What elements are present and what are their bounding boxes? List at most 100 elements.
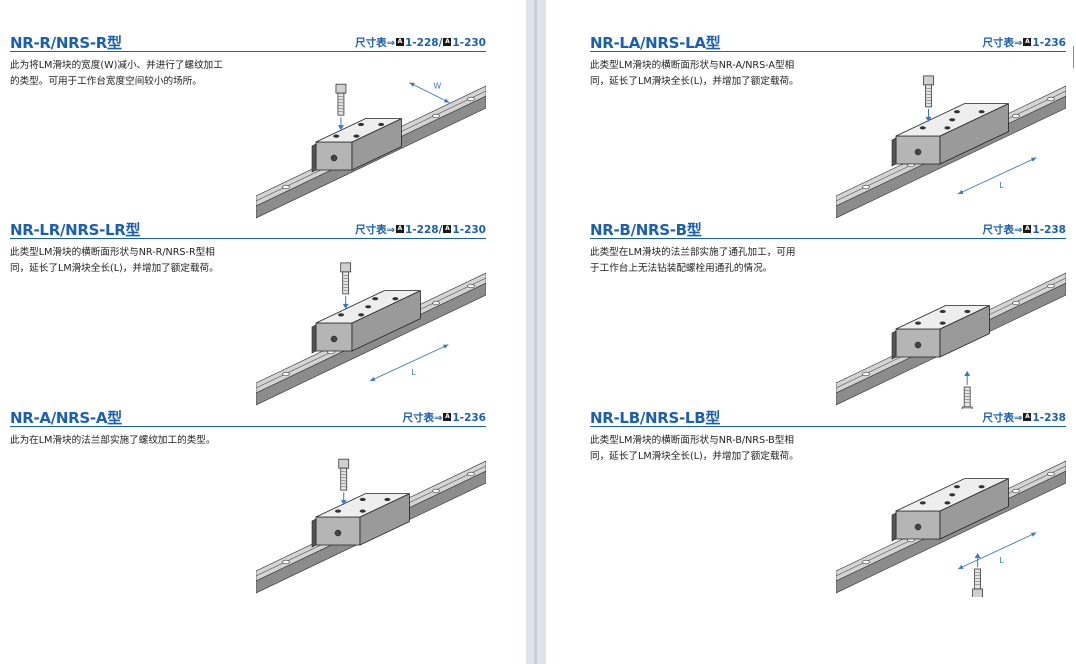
mounting-hole bbox=[357, 122, 364, 127]
ref-label: 尺寸表 bbox=[982, 37, 1015, 49]
ref-page-1[interactable]: 1-236 bbox=[1032, 37, 1066, 49]
ref-page-2[interactable]: 1-230 bbox=[452, 224, 486, 236]
arrow-icon: ⇒ bbox=[1014, 413, 1023, 424]
rail-hole bbox=[862, 371, 870, 377]
description-line: 同，延长了LM滑块全长(L)，并增加了额定载荷。 bbox=[590, 451, 799, 462]
rail-hole bbox=[467, 471, 475, 477]
mounting-hole bbox=[953, 485, 960, 489]
dimension-label: L bbox=[999, 181, 1004, 190]
end-seal bbox=[891, 330, 897, 360]
arrow-icon: ⇒ bbox=[1014, 225, 1023, 236]
bolt-icon bbox=[340, 262, 352, 309]
lm-guide-illustration bbox=[836, 243, 1066, 409]
ref-label: 尺寸表 bbox=[982, 412, 1015, 424]
description-line: 此类型LM滑块的横断面形状与NR-B/NRS-B型相 bbox=[590, 435, 794, 446]
grease-nipple-icon bbox=[914, 341, 922, 349]
section-title: NR-A/NRS-A型 bbox=[10, 409, 122, 427]
mounting-hole bbox=[939, 321, 946, 325]
dimension-arrow: L bbox=[957, 532, 1037, 570]
mounting-hole bbox=[978, 110, 985, 114]
catalog-a-icon: A bbox=[443, 38, 452, 46]
rail-hole bbox=[432, 113, 440, 119]
title-rule bbox=[590, 238, 1066, 239]
arrow-icon: ⇒ bbox=[434, 413, 443, 424]
rail-hole bbox=[282, 559, 290, 565]
gutter-divider bbox=[534, 0, 537, 664]
ref-page-2[interactable]: 1-230 bbox=[452, 37, 486, 49]
catalog-a-icon: A bbox=[443, 225, 452, 233]
mounting-hole bbox=[353, 134, 360, 138]
grease-nipple-icon bbox=[334, 529, 342, 537]
description-line: 此为将LM滑块的宽度(W)减小、并进行了螺纹加工 bbox=[10, 60, 223, 71]
ref-page-1[interactable]: 1-238 bbox=[1032, 224, 1066, 236]
ref-label: 尺寸表 bbox=[355, 224, 387, 236]
mounting-hole bbox=[335, 509, 342, 513]
mounting-hole bbox=[358, 313, 365, 317]
end-seal bbox=[891, 137, 897, 167]
title-rule bbox=[590, 51, 1066, 52]
end-seal bbox=[311, 143, 317, 173]
bolt-icon bbox=[338, 458, 350, 506]
lm-guide-illustration: L bbox=[836, 56, 1066, 222]
section-description: 此类型LM滑块的横断面形状与NR-A/NRS-A型相 同，延长了LM滑块全长(L… bbox=[590, 58, 830, 90]
ref-page-1[interactable]: 1-228 bbox=[404, 224, 439, 236]
lm-guide-drawing: W bbox=[256, 82, 486, 219]
description-line: 此为在LM滑块的法兰部实施了螺纹加工的类型。 bbox=[10, 435, 216, 446]
bolt-icon bbox=[923, 75, 934, 122]
rail-hole bbox=[1047, 96, 1055, 102]
section-description: 此为在LM滑块的法兰部实施了螺纹加工的类型。 bbox=[10, 433, 250, 449]
section-title: NR-LB/NRS-LB型 bbox=[590, 409, 721, 427]
ref-page-1[interactable]: 1-228 bbox=[404, 37, 439, 49]
scroll-indicator[interactable] bbox=[1073, 46, 1074, 68]
mounting-hole bbox=[359, 509, 366, 513]
section-title: NR-LR/NRS-LR型 bbox=[10, 221, 141, 239]
description-line: 的类型。可用于工作台宽度空间较小的场所。 bbox=[10, 76, 202, 87]
end-seal bbox=[311, 518, 317, 548]
rail-hole bbox=[1012, 488, 1020, 494]
rail-hole bbox=[862, 559, 870, 565]
mounting-hole bbox=[949, 493, 956, 497]
description-line: 此类型LM滑块的横断面形状与NR-R/NRS-R型相 bbox=[10, 247, 215, 258]
dimension-arrow: W bbox=[409, 82, 450, 104]
rail-hole bbox=[862, 184, 870, 190]
mounting-hole bbox=[365, 305, 372, 309]
mounting-hole bbox=[953, 110, 960, 114]
section-title: NR-B/NRS-B型 bbox=[590, 221, 702, 239]
section-description: 此类型LM滑块的横断面形状与NR-R/NRS-R型相 同，延长了LM滑块全长(L… bbox=[10, 245, 250, 277]
section-description: 此类型LM滑块的横断面形状与NR-B/NRS-B型相 同，延长了LM滑块全长(L… bbox=[590, 433, 830, 465]
catalog-a-icon: A bbox=[443, 413, 452, 421]
rail-hole bbox=[467, 96, 475, 102]
ref-page-1[interactable]: 1-238 bbox=[1032, 412, 1066, 424]
description-line: 同，延长了LM滑块全长(L)，并增加了额定载荷。 bbox=[590, 76, 799, 87]
grease-nipple-icon bbox=[330, 154, 338, 162]
catalog-a-icon: A bbox=[1023, 225, 1032, 233]
mounting-hole bbox=[919, 501, 926, 505]
catalog-a-icon: A bbox=[1023, 413, 1032, 421]
ref-label: 尺寸表 bbox=[355, 37, 387, 49]
title-rule bbox=[10, 426, 486, 427]
mounting-hole bbox=[384, 497, 391, 502]
dimension-label: W bbox=[433, 82, 441, 91]
rail-hole bbox=[432, 300, 440, 306]
ref-page-1[interactable]: 1-236 bbox=[452, 412, 486, 424]
mounting-hole bbox=[915, 321, 922, 325]
description-line: 此类型在LM滑块的法兰部实施了通孔加工，可用 bbox=[590, 247, 796, 258]
section-title: NR-LA/NRS-LA型 bbox=[590, 34, 721, 52]
dimension-label: L bbox=[411, 368, 416, 377]
mounting-hole bbox=[359, 497, 366, 502]
catalog-a-icon: A bbox=[395, 38, 404, 46]
dimension-label: L bbox=[999, 556, 1004, 565]
mounting-hole bbox=[333, 134, 340, 138]
description-line: 同，延长了LM滑块全长(L)，并增加了额定载荷。 bbox=[10, 263, 219, 274]
description-line: 于工作台上无法钻装配螺栓用通孔的情况。 bbox=[590, 263, 773, 274]
